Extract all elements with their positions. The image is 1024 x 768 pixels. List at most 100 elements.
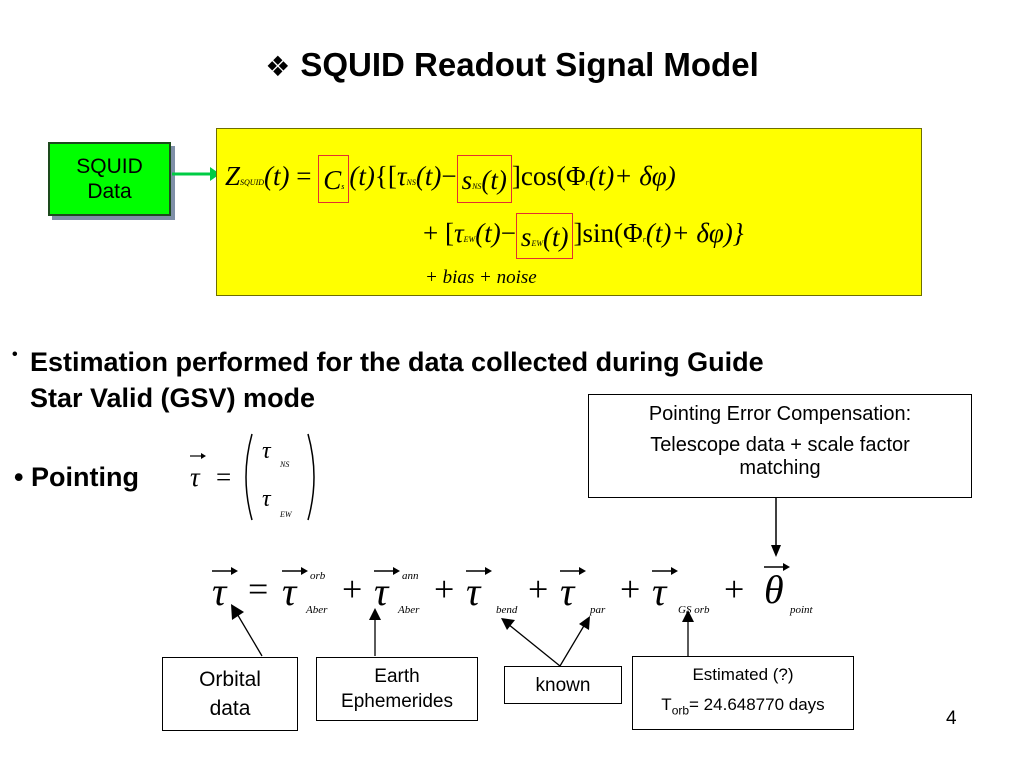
orbital-line2: data [209, 697, 251, 720]
vector-arrow-icon [282, 567, 308, 575]
squid-data-box: SQUID Data [48, 142, 171, 216]
equals-sign: = [248, 569, 269, 609]
tau-orb-aber-sup: orb [310, 570, 326, 582]
phi-symbol: Φ [565, 161, 586, 192]
estimated-label: Estimated (?) Torb= 24.648770 days [632, 656, 854, 730]
tau-symbol: τ [453, 218, 464, 249]
sin-function: ]sin( [573, 218, 623, 249]
tau-symbol: τ [396, 161, 407, 192]
tau-vector-symbol: τ [190, 462, 200, 492]
orbital-data-label: Orbital data [162, 657, 298, 731]
plus-sign: + [342, 569, 363, 609]
tau-bend-symbol: τ [466, 569, 481, 614]
orbital-line1: Orbital [199, 668, 261, 691]
arrowhead-orbital-icon [231, 604, 244, 620]
tau-subscript: NS [406, 178, 416, 188]
s-ns-highlight-box: sNS(t) [456, 155, 512, 203]
delta-phi-term: + δφ) [614, 161, 676, 192]
c-subscript: s [341, 182, 345, 191]
equation-line-1: ZSQUID(t) = Cs(t){[τNS(t)−sNS(t)]cos(Φr(… [225, 155, 676, 203]
pec-line2: Telescope data + scale factor [650, 434, 910, 456]
tau-subscript: EW [463, 235, 476, 245]
theta-point-sub: point [790, 604, 813, 616]
tau-ew-symbol: τ [262, 486, 271, 512]
open-brackets: {[ [374, 161, 397, 192]
phi-subscript: r [642, 235, 646, 245]
bullet-estimation-line2: Star Valid (GSV) mode [30, 383, 316, 413]
matrix-parentheses-icon [245, 433, 315, 521]
arrowhead-known-par-icon [579, 616, 590, 630]
theta-point-symbol: θ [764, 567, 784, 612]
s-symbol: s [520, 222, 532, 252]
time-arg: (t) [264, 161, 290, 192]
time-arg: (t) [415, 161, 442, 192]
equation-line-2: + [τEW(t)−sEW(t)]sin(Φr(t)+ δφ)} [423, 213, 744, 259]
tau-lhs-symbol: τ [212, 569, 227, 614]
tau-ns-subscript: NS [280, 460, 290, 469]
plus-open-bracket: + [ [423, 218, 454, 249]
time-arg: (t) [349, 161, 375, 192]
time-arg: (t) [481, 165, 507, 195]
tau-orb-aber-symbol: τ [282, 569, 297, 614]
vector-arrow-icon [652, 567, 678, 575]
plus-sign: + [620, 569, 641, 609]
torb-value-line: Torb= 24.648770 days [633, 695, 853, 717]
pointing-error-compensation-box: Pointing Error Compensation: Telescope d… [588, 394, 972, 498]
page-number: 4 [946, 708, 957, 729]
vector-arrow-icon [764, 563, 790, 571]
phi-symbol: Φ [622, 218, 643, 249]
diamond-bullet-icon: ❖ [265, 50, 291, 83]
torb-value: = 24.648770 days [689, 695, 825, 714]
earth-ephemerides-label: Earth Ephemerides [316, 657, 478, 721]
vector-arrow-icon [212, 567, 238, 575]
cos-function: ]cos( [511, 161, 566, 192]
title-text: SQUID Readout Signal Model [300, 46, 759, 83]
tau-ew-subscript: EW [280, 510, 292, 519]
known-label: known [504, 666, 622, 704]
earth-line1: Earth [374, 666, 420, 687]
known-text: known [535, 675, 591, 696]
plus-sign: + [528, 569, 549, 609]
z-subscript: SQUID [240, 178, 265, 188]
time-arg: (t) [588, 161, 615, 192]
tau-gs-orb-sub: GS orb [678, 604, 710, 616]
tau-bend-sub: bend [496, 604, 518, 616]
s-ew-highlight-box: sEW(t) [515, 213, 574, 259]
tau-decomposition-equation: τ = τ orb Aber + τ ann Aber + τ bend + τ… [206, 560, 813, 624]
time-arg: (t) [543, 222, 569, 252]
plus-sign: + [724, 569, 745, 609]
arrowhead-known-bend-icon [501, 618, 515, 630]
squid-to-equation-arrow-icon [172, 167, 220, 181]
time-arg: (t) [475, 218, 501, 249]
vector-arrow-icon [466, 567, 492, 575]
tau-gs-orb-symbol: τ [652, 569, 667, 614]
tau-ann-aber-symbol: τ [374, 569, 389, 614]
squid-data-line2: Data [87, 180, 132, 203]
pec-arrow-icon [771, 497, 781, 557]
s-subscript: NS [472, 182, 482, 191]
slide-title: ❖ SQUID Readout Signal Model [0, 46, 1024, 84]
t-orb-subscript: orb [671, 703, 690, 718]
vector-arrow-icon [374, 567, 400, 575]
tau-par-symbol: τ [560, 569, 575, 614]
tau-orb-aber-sub: Aber [306, 604, 328, 616]
minus-sign: − [441, 161, 457, 192]
z-symbol: Z [225, 161, 241, 192]
arrowhead-earth-icon [369, 608, 381, 620]
earth-line2: Ephemerides [341, 691, 453, 712]
tau-par-sub: par [590, 604, 606, 616]
bullet-dot: • [12, 346, 18, 363]
s-subscript: EW [531, 239, 543, 248]
vector-arrow-icon [560, 567, 586, 575]
minus-sign: − [500, 218, 516, 249]
estimated-line1: Estimated (?) [692, 665, 794, 684]
bullet-pointing: • Pointing [14, 462, 139, 493]
squid-data-line1: SQUID [76, 155, 143, 178]
tau-ns-symbol: τ [262, 438, 271, 464]
phi-subscript: r [585, 178, 589, 188]
equals-sign: = [216, 462, 232, 492]
plus-sign: + [434, 569, 455, 609]
signal-equation-box: ZSQUID(t) = Cs(t){[τNS(t)−sNS(t)]cos(Φr(… [216, 128, 922, 296]
tau-ann-aber-sup: ann [402, 570, 419, 582]
